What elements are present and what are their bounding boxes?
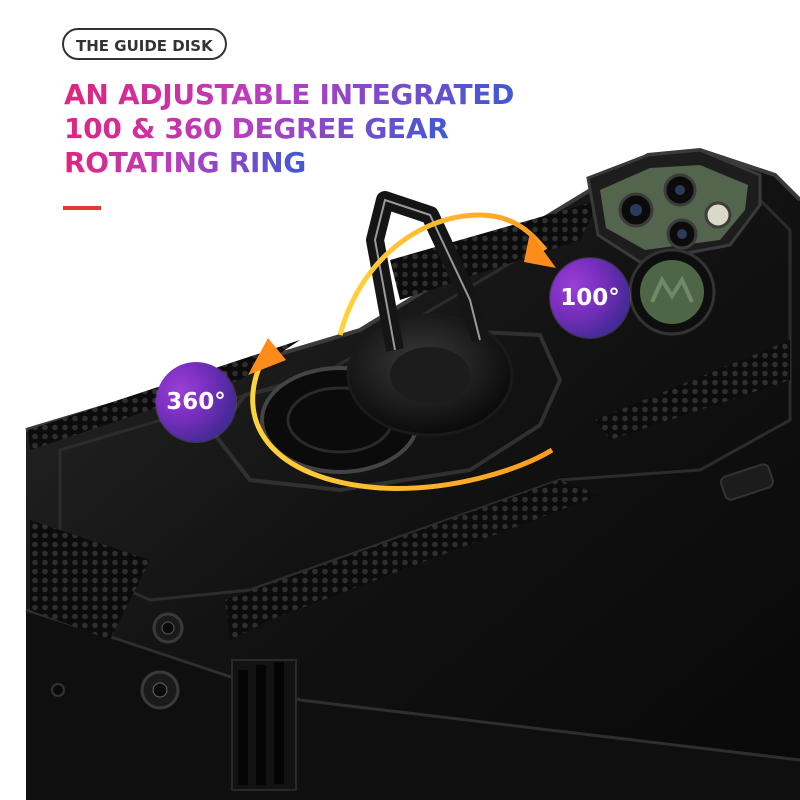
badge-100-degree: 100° (550, 258, 630, 338)
headline-line-1: AN ADJUSTABLE INTEGRATED (64, 78, 515, 111)
camera-module (586, 148, 762, 336)
rotation-arrows (248, 212, 556, 491)
badge-360-label: 360° (166, 389, 226, 415)
headline-line-3: ROTATING RING (64, 146, 306, 179)
accent-divider (63, 206, 101, 210)
rotating-ring-kickstand (212, 191, 563, 493)
badge-100-label: 100° (560, 285, 620, 311)
badge-360-degree: 360° (156, 362, 236, 442)
guide-disk-pill: THE GUIDE DISK (62, 28, 227, 60)
headline-line-2: 100 & 360 DEGREE GEAR (64, 112, 449, 145)
